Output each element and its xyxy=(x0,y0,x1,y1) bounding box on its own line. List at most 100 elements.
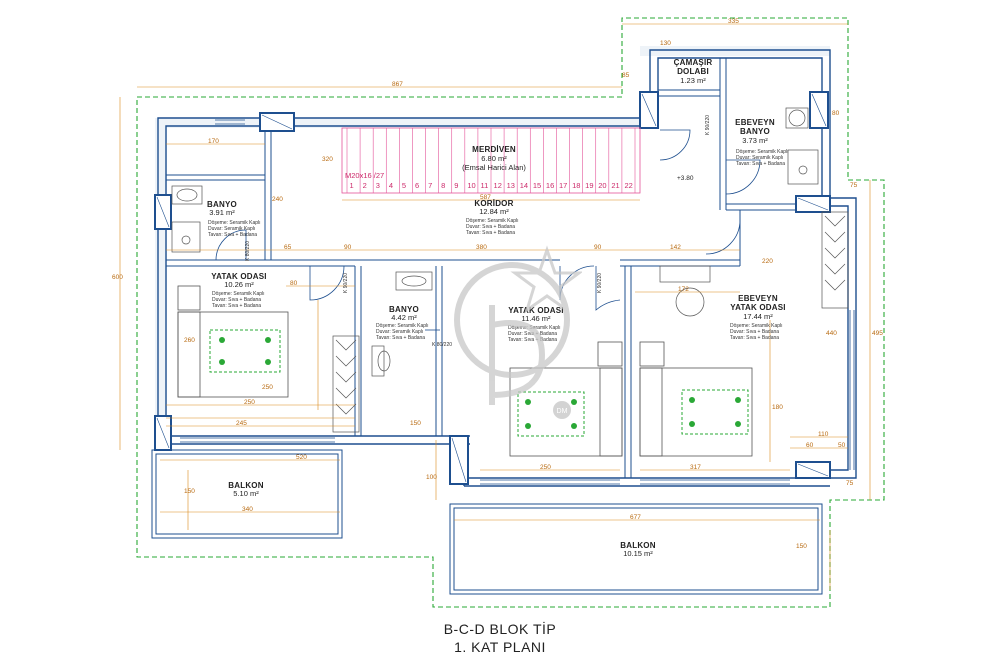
stair-step-number: 5 xyxy=(401,181,407,190)
room-name-balkon1: BALKON xyxy=(228,481,264,490)
dim-600: 600 xyxy=(112,274,123,281)
door-tag-1: K 90/220 xyxy=(343,272,350,294)
dim-867: 867 xyxy=(392,81,403,88)
dim-250a: 250 xyxy=(262,384,273,391)
wardrobes xyxy=(332,211,849,433)
stair-step-number: 6 xyxy=(415,181,420,190)
dim-380: 380 xyxy=(476,244,487,251)
dim-245: 245 xyxy=(236,420,247,427)
dim-340: 340 xyxy=(242,506,253,513)
dim-677: 677 xyxy=(630,514,641,521)
stair-step-number: 21 xyxy=(611,181,620,190)
stair-step-number: 19 xyxy=(585,181,594,190)
room-area-ebeveyn-banyo: 3.73 m² xyxy=(742,136,768,145)
room-area-camasir: 1.23 m² xyxy=(680,76,706,85)
plan-title-line2: 1. KAT PLANI xyxy=(454,639,546,655)
dim-60: 60 xyxy=(806,442,814,449)
beds xyxy=(177,285,753,457)
room-area-yatak2: 11.46 m² xyxy=(521,314,551,323)
bed-marker-dots xyxy=(219,337,741,429)
stair-step-number: 13 xyxy=(506,181,515,190)
dim-170: 170 xyxy=(208,138,219,145)
room-name-balkon2: BALKON xyxy=(620,541,656,550)
dim-75b: 75 xyxy=(850,182,858,189)
dim-80: 80 xyxy=(290,280,298,287)
room-area-yatak1: 10.26 m² xyxy=(224,280,254,289)
bed-markers xyxy=(209,329,749,437)
dim-65: 65 xyxy=(284,244,292,251)
door-tag-2: K 80/220 xyxy=(245,240,252,262)
dim-317: 317 xyxy=(690,464,701,471)
room-area-balkon1: 5.10 m² xyxy=(233,489,259,498)
stair-step-number: 3 xyxy=(375,181,380,190)
dim-440: 440 xyxy=(826,330,837,337)
stair-step-number: 17 xyxy=(559,181,568,190)
dim-335: 335 xyxy=(728,18,739,25)
dim-150c: 150 xyxy=(184,488,195,495)
room-area-ebeveyn-yatak: 17.44 m² xyxy=(743,312,773,321)
window-hatch xyxy=(156,93,829,483)
room-area-balkon2: 10.15 m² xyxy=(623,549,653,558)
stair-step-number: 1 xyxy=(349,181,354,190)
watermark-text: DM xyxy=(557,408,568,415)
stair-step-number: 4 xyxy=(388,181,393,190)
stair-step-number: 10 xyxy=(467,181,476,190)
dim-520: 520 xyxy=(296,454,307,461)
dim-120: 320 xyxy=(322,156,333,163)
door-tag-5: K 90/220 xyxy=(705,114,712,136)
room-name-banyo2: BANYO xyxy=(389,305,419,314)
door-tag-3: K 80/220 xyxy=(432,342,453,348)
stair-step-number: 20 xyxy=(598,181,607,190)
stair-step-number: 22 xyxy=(624,181,633,190)
dim-110: 110 xyxy=(818,431,829,438)
room-area-merdiven: 6.80 m² xyxy=(481,154,507,163)
dim-100: 100 xyxy=(426,474,437,481)
dim-180: 180 xyxy=(772,404,783,411)
staircase xyxy=(341,127,641,194)
dim-150a: 150 xyxy=(410,420,421,427)
room-name-koridor: KORİDOR xyxy=(474,199,514,208)
stair-step-number: 12 xyxy=(493,181,502,190)
stair-step-number: 16 xyxy=(545,181,555,190)
room-name-banyo1: BANYO xyxy=(207,200,237,209)
doors xyxy=(215,129,761,331)
dim-150b: 150 xyxy=(796,543,807,550)
dim-250c: 250 xyxy=(540,464,551,471)
dim-587: 587 xyxy=(480,194,491,201)
interior-walls xyxy=(166,58,822,478)
stair-step-number: 14 xyxy=(519,181,529,190)
dim-130: 130 xyxy=(660,40,671,47)
room-area-banyo1: 3.91 m² xyxy=(209,208,235,217)
room-area-koridor: 12.84 m² xyxy=(479,207,509,216)
stair-spec: M20x16 /27 xyxy=(345,171,385,180)
stair-step-number: 8 xyxy=(441,181,446,190)
exterior-walls xyxy=(157,49,857,487)
stair-step-number: 15 xyxy=(532,181,542,190)
balconies xyxy=(151,449,823,595)
room-name-yatak1: YATAK ODASI xyxy=(211,272,267,281)
watermark-logo: DM xyxy=(454,245,582,419)
plan-title-line1: B-C-D BLOK TİP xyxy=(443,621,557,637)
dim-260: 260 xyxy=(184,337,195,344)
dim-240: 240 xyxy=(272,196,283,203)
glazing xyxy=(180,119,855,485)
dim-495: 495 xyxy=(872,330,883,337)
dim-80b: 80 xyxy=(832,110,840,117)
room-name-yatak2: YATAK ODASI xyxy=(508,306,564,315)
stair-step-number: 2 xyxy=(362,181,367,190)
dim-75a: 75 xyxy=(846,480,854,487)
dim-50: 50 xyxy=(838,442,846,449)
sanitary-fixtures xyxy=(171,107,819,377)
door-tag-4: K 90/220 xyxy=(597,272,604,294)
dimension-lines xyxy=(119,23,871,590)
